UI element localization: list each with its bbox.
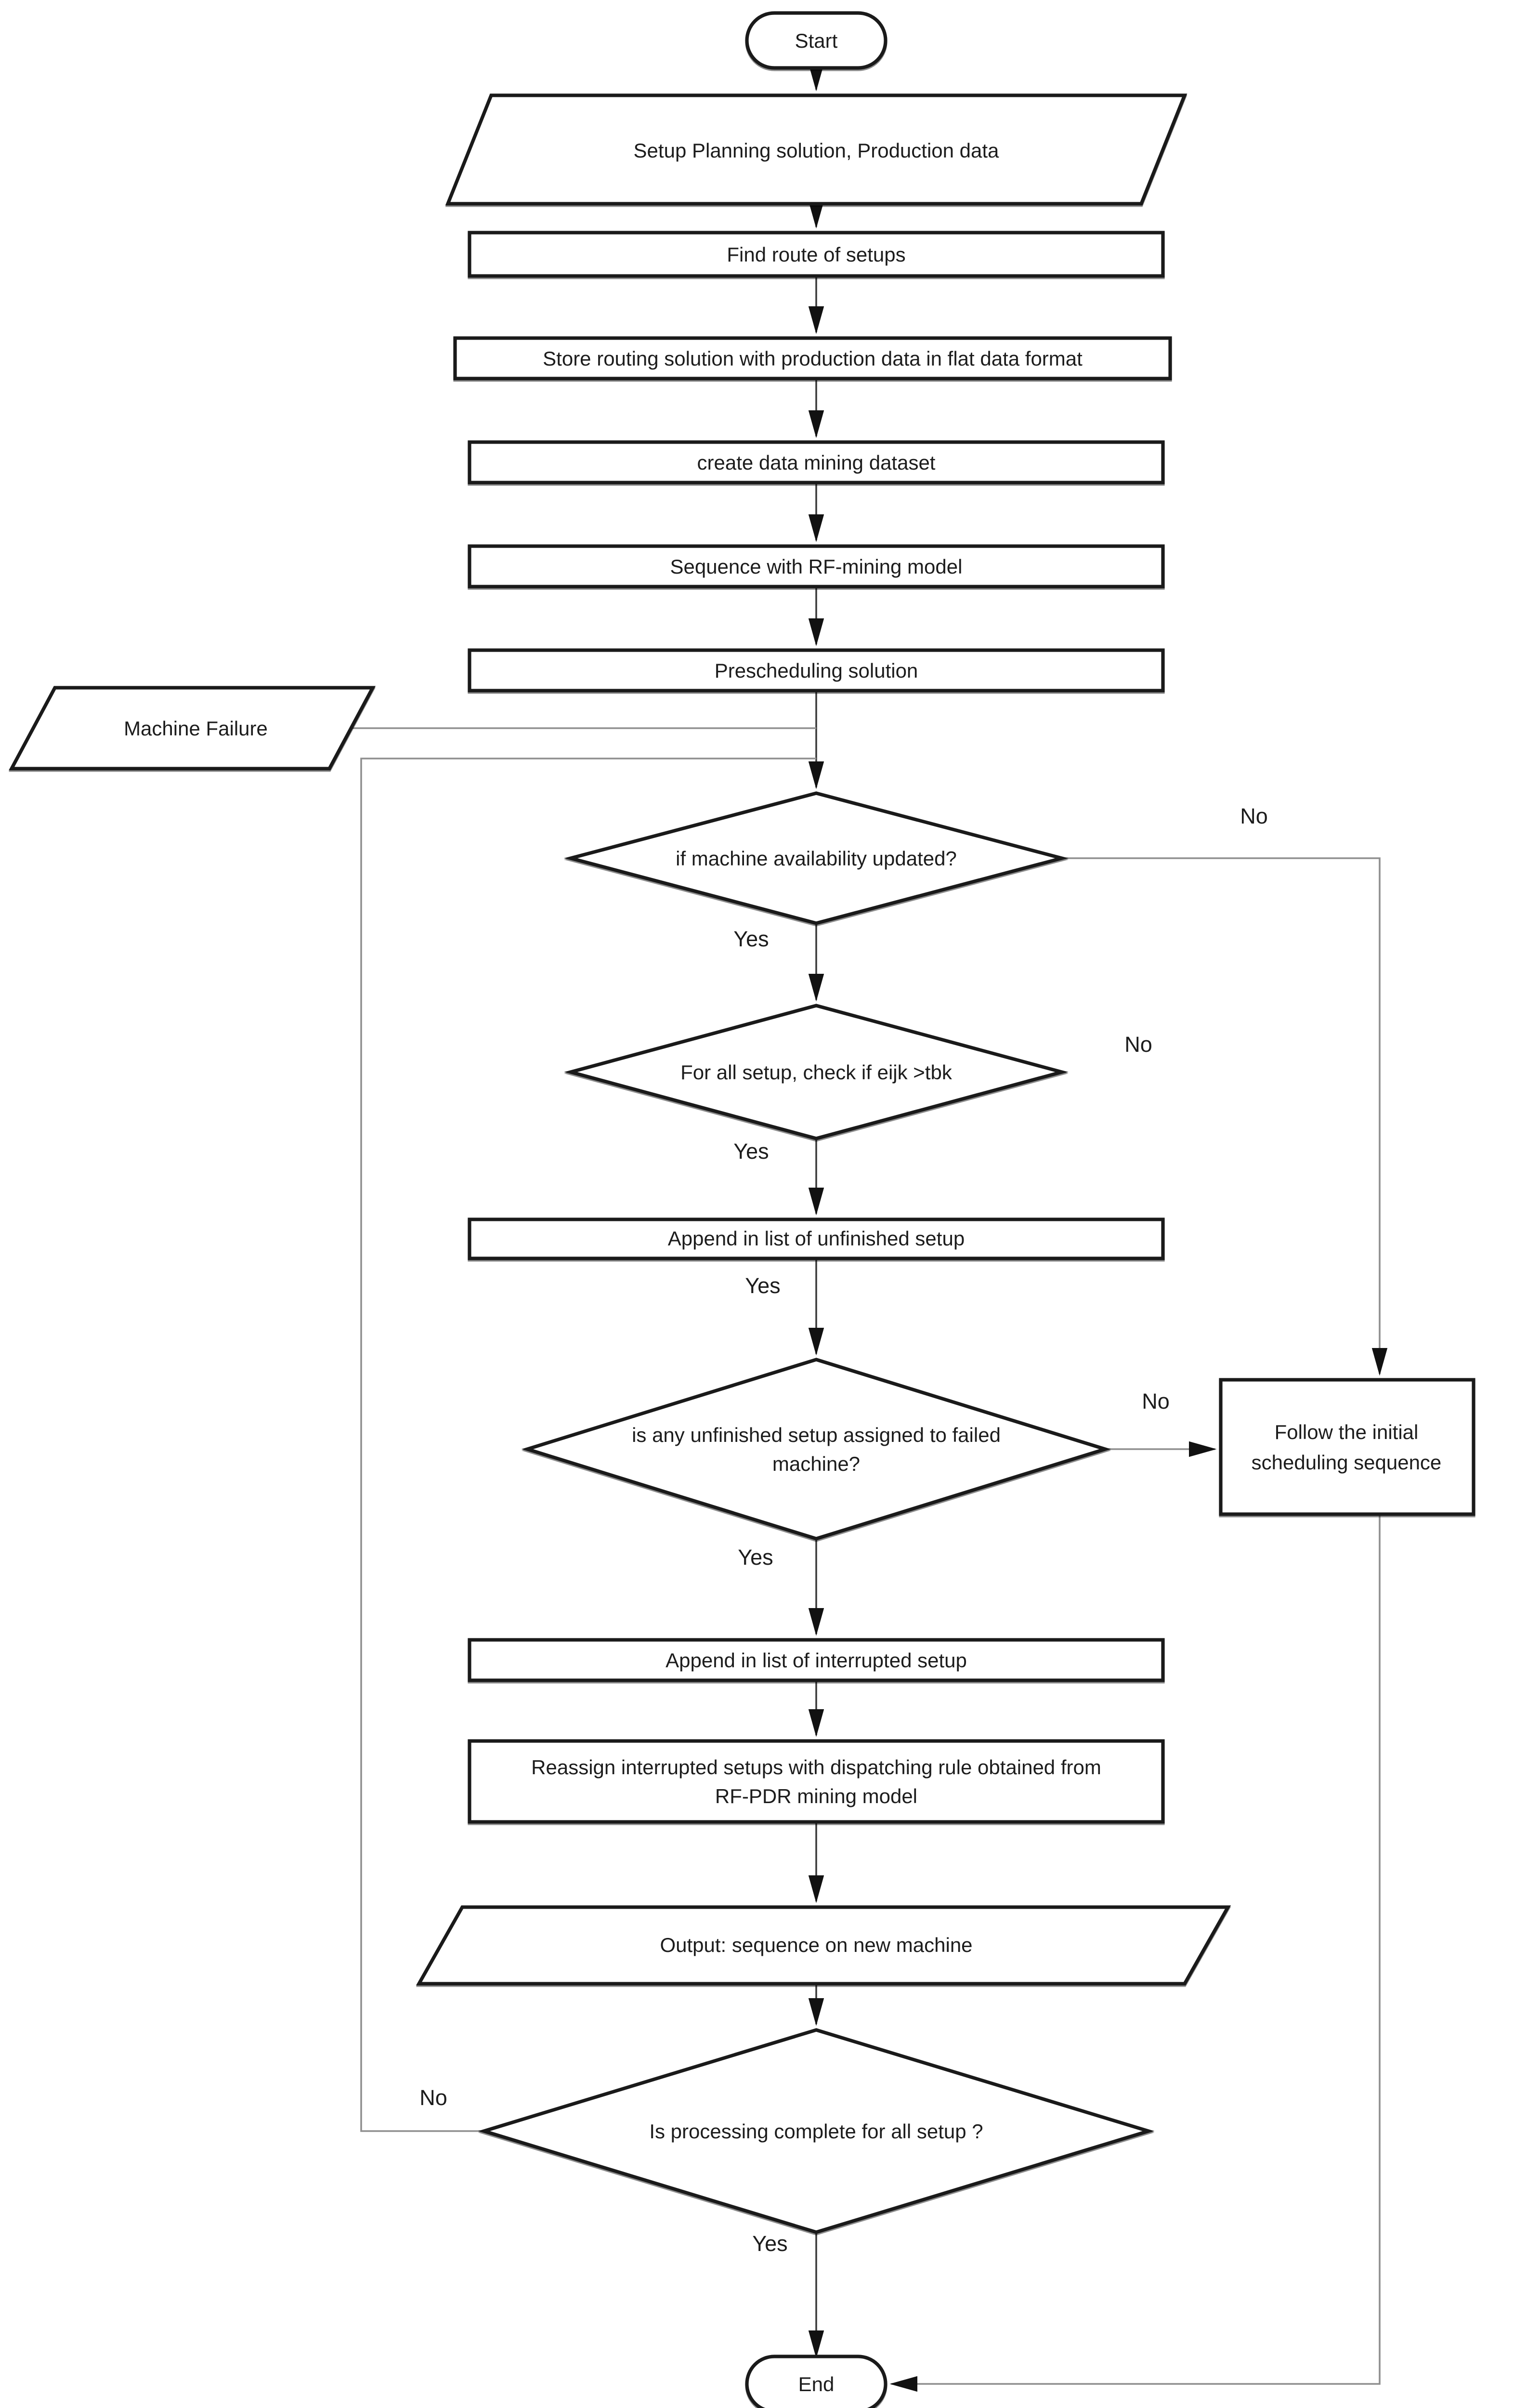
setup-planning-shape <box>445 93 1188 206</box>
start-node-shape <box>745 11 887 70</box>
append-interrupted-shape <box>468 1638 1165 1682</box>
append-interrupted-label: Append in list of interrupted setup <box>666 1648 967 1672</box>
store-routing-label: Store routing solution with production d… <box>543 346 1083 370</box>
create-dataset-label: create data mining dataset <box>697 450 936 474</box>
find-route-label: Find route of setups <box>727 242 906 266</box>
append-unfinished-shape <box>468 1217 1165 1260</box>
edge-label-no-complete: No <box>419 2085 447 2110</box>
decision-complete-shape <box>478 2028 1155 2234</box>
start-node-label: Start <box>795 28 838 52</box>
edge-followbox-to-end <box>889 1514 1381 2392</box>
sequence-rf-shape <box>468 544 1165 589</box>
decision-assigned-label: is any unfinished setup assigned to fail… <box>632 1423 1001 1475</box>
edge-label-no-availability: No <box>1240 804 1268 829</box>
reassign-label: Reassign interrupted setups with dispatc… <box>531 1755 1101 1807</box>
setup-planning-label: Setup Planning solution, Production data <box>633 138 999 162</box>
prescheduling-shape <box>468 648 1165 693</box>
output-sequence-shape <box>416 1905 1231 1986</box>
decision-eijk-shape <box>564 1004 1069 1140</box>
follow-initial-shape <box>1219 1378 1475 1516</box>
decision-complete-label: Is processing complete for all setup ? <box>649 2119 983 2143</box>
end-node-label: End <box>798 2372 835 2395</box>
machine-failure-label: Machine Failure <box>124 716 268 740</box>
edge-label-yes-assigned: Yes <box>738 1545 773 1570</box>
edge-label-no-eijk: No <box>1124 1032 1152 1057</box>
decision-assigned-shape <box>521 1358 1111 1541</box>
append-unfinished-label: Append in list of unfinished setup <box>667 1227 965 1251</box>
follow-initial-label: Follow the initial scheduling sequence <box>1251 1420 1442 1473</box>
edge-availability-no <box>1062 857 1388 1376</box>
edge-label-yes-unfinished: Yes <box>745 1273 781 1298</box>
find-route-shape <box>468 231 1165 278</box>
store-routing-shape <box>453 336 1172 380</box>
edge-label-yes-complete: Yes <box>752 2231 788 2256</box>
edge-label-yes-availability: Yes <box>733 927 769 952</box>
machine-failure-shape <box>8 686 376 771</box>
edge-complete-no-loop <box>360 758 816 2132</box>
decision-availability-shape <box>563 791 1069 925</box>
decision-availability-label: if machine availability updated? <box>676 846 957 870</box>
output-sequence-label: Output: sequence on new machine <box>660 1934 973 1957</box>
create-dataset-shape <box>468 440 1165 484</box>
reassign-shape <box>468 1739 1165 1824</box>
prescheduling-label: Prescheduling solution <box>714 658 918 682</box>
decision-eijk-label: For all setup, check if eijk >tbk <box>680 1060 952 1084</box>
edge-label-no-assigned: No <box>1142 1389 1170 1414</box>
edge-label-yes-eijk: Yes <box>733 1139 769 1164</box>
sequence-rf-label: Sequence with RF-mining model <box>670 554 963 578</box>
end-node-shape <box>745 2355 887 2408</box>
